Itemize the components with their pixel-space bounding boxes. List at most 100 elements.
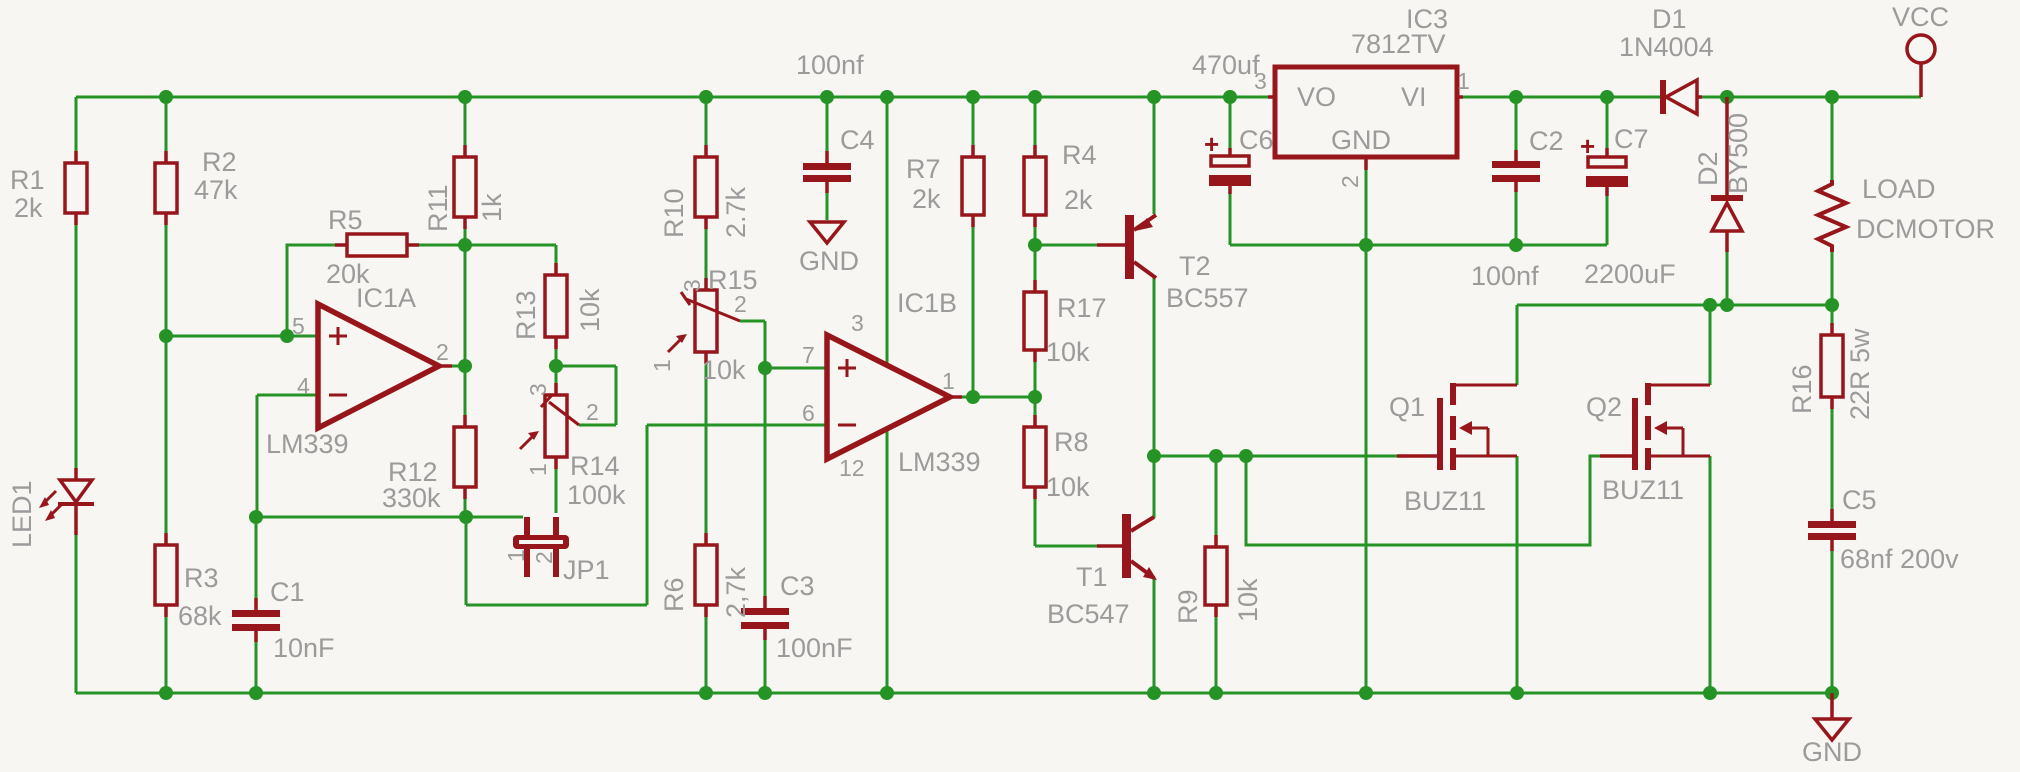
ic1b-pin-inv: 6 bbox=[802, 400, 815, 426]
r3-designator: R3 bbox=[184, 563, 219, 593]
symbols bbox=[39, 33, 1937, 743]
c2-capacitor-symbol bbox=[1492, 150, 1540, 192]
r10-symbol bbox=[693, 145, 719, 229]
r6-value: 2,7k bbox=[721, 566, 751, 618]
q2-mosfet-symbol bbox=[1600, 383, 1710, 470]
c6-electrolytic-symbol bbox=[1209, 148, 1251, 194]
c5-capacitor-symbol bbox=[1808, 509, 1856, 551]
gnd-symbol-c4 bbox=[806, 220, 848, 246]
c6-designator: C6 bbox=[1239, 125, 1274, 155]
r10-designator: R10 bbox=[659, 188, 689, 238]
r9-designator: R9 bbox=[1173, 589, 1203, 624]
ic3-regulator-symbol bbox=[1268, 64, 1463, 170]
c6-value: 470uf bbox=[1192, 50, 1260, 80]
t1-designator: T1 bbox=[1076, 562, 1108, 592]
r11-value: 1k bbox=[477, 193, 507, 222]
r9-value: 10k bbox=[1233, 578, 1263, 622]
r15-value: 10k bbox=[702, 355, 746, 385]
t1-part: BC547 bbox=[1047, 599, 1130, 629]
ic3-designator: IC3 bbox=[1406, 4, 1449, 34]
gnd-symbol-main bbox=[1811, 693, 1853, 743]
c7-polarity: + bbox=[1580, 131, 1596, 161]
ic3-gnd-label: GND bbox=[1331, 125, 1391, 155]
q2-part: BUZ11 bbox=[1602, 475, 1685, 505]
c6-polarity: + bbox=[1204, 129, 1220, 159]
r4-designator: R4 bbox=[1062, 140, 1097, 170]
q1-mosfet-symbol bbox=[1397, 383, 1517, 470]
ic1a-pin-out: 2 bbox=[436, 339, 449, 365]
t2-pnp-transistor-symbol bbox=[1097, 213, 1158, 280]
r16-designator: R16 bbox=[1787, 364, 1817, 414]
r14-designator: R14 bbox=[570, 451, 620, 481]
c7-value: 2200uF bbox=[1584, 259, 1676, 289]
r14-pin3: 3 bbox=[525, 383, 551, 396]
t2-part: BC557 bbox=[1166, 283, 1249, 313]
c7-designator: C7 bbox=[1614, 124, 1649, 154]
c3-value: 100nF bbox=[776, 633, 853, 663]
r3-value: 68k bbox=[178, 601, 222, 631]
ic1a-part: LM339 bbox=[266, 429, 349, 459]
r17-value: 10k bbox=[1046, 337, 1090, 367]
gnd-label: GND bbox=[1802, 737, 1862, 767]
r12-value: 330k bbox=[382, 483, 441, 513]
led1-designator: LED1 bbox=[7, 480, 37, 548]
r7-designator: R7 bbox=[906, 154, 941, 184]
r11-designator: R11 bbox=[423, 184, 453, 232]
r2-symbol bbox=[153, 151, 179, 225]
c4-designator: C4 bbox=[840, 125, 875, 155]
r12-designator: R12 bbox=[388, 457, 438, 487]
ic3-vi-label: VI bbox=[1401, 82, 1427, 112]
junction-dots bbox=[159, 90, 1839, 700]
ic3-pin-vo: 3 bbox=[1254, 68, 1267, 94]
r8-designator: R8 bbox=[1054, 427, 1089, 457]
r5-value: 20k bbox=[326, 259, 370, 289]
jp1-pin2: 2 bbox=[531, 551, 557, 564]
jp1-designator: JP1 bbox=[563, 555, 610, 585]
ic1b-pin-vcc: 3 bbox=[851, 310, 864, 336]
d2-part: BY500 bbox=[1723, 112, 1753, 194]
load-designator: LOAD bbox=[1862, 174, 1936, 204]
r17-symbol bbox=[1022, 280, 1048, 362]
load-resistor-symbol bbox=[1812, 180, 1852, 252]
jp1-pin1: 1 bbox=[503, 549, 529, 562]
r7-symbol bbox=[960, 145, 986, 227]
r13-designator: R13 bbox=[511, 290, 541, 340]
ic3-pin-gnd: 2 bbox=[1337, 175, 1363, 188]
c1-capacitor-symbol bbox=[232, 598, 280, 642]
c4-gnd-label: GND bbox=[799, 246, 859, 276]
c4-value: 100nf bbox=[796, 50, 864, 80]
r1-value: 2k bbox=[14, 193, 43, 223]
ic1b-pin-out: 1 bbox=[942, 368, 955, 394]
vcc-label: VCC bbox=[1892, 2, 1950, 32]
r8-value: 10k bbox=[1046, 472, 1090, 502]
c3-designator: C3 bbox=[780, 571, 815, 601]
c2-designator: C2 bbox=[1529, 126, 1564, 156]
ic1b-pin-noninv: 7 bbox=[802, 342, 815, 368]
d2-diode-symbol bbox=[1709, 97, 1745, 252]
r4-value: 2k bbox=[1064, 185, 1093, 215]
r17-designator: R17 bbox=[1057, 293, 1107, 323]
ic1b-part: LM339 bbox=[898, 447, 981, 477]
r5-designator: R5 bbox=[328, 205, 363, 235]
c7-electrolytic-symbol bbox=[1586, 148, 1628, 196]
r10-value: 2.7k bbox=[721, 186, 751, 238]
d2-designator: D2 bbox=[1693, 151, 1723, 186]
r1-designator: R1 bbox=[10, 165, 45, 195]
r15-pin2: 2 bbox=[734, 291, 747, 317]
d1-designator: D1 bbox=[1652, 4, 1687, 34]
r11-symbol bbox=[452, 145, 478, 229]
jp1-jumper-symbol bbox=[513, 517, 569, 577]
r14-value: 100k bbox=[567, 480, 626, 510]
r6-symbol bbox=[693, 533, 719, 617]
q2-designator: Q2 bbox=[1586, 392, 1623, 422]
r4-symbol bbox=[1022, 145, 1048, 227]
r13-symbol bbox=[543, 263, 569, 349]
ic3-vo-label: VO bbox=[1297, 82, 1337, 112]
d1-part: 1N4004 bbox=[1619, 32, 1714, 62]
ic1b-designator: IC1B bbox=[897, 288, 958, 318]
r15-pin3: 3 bbox=[679, 279, 705, 292]
c2-value: 100nf bbox=[1471, 261, 1539, 291]
d1-diode-symbol bbox=[1660, 77, 1702, 117]
ic1a-pin-noninv: 5 bbox=[292, 313, 305, 339]
